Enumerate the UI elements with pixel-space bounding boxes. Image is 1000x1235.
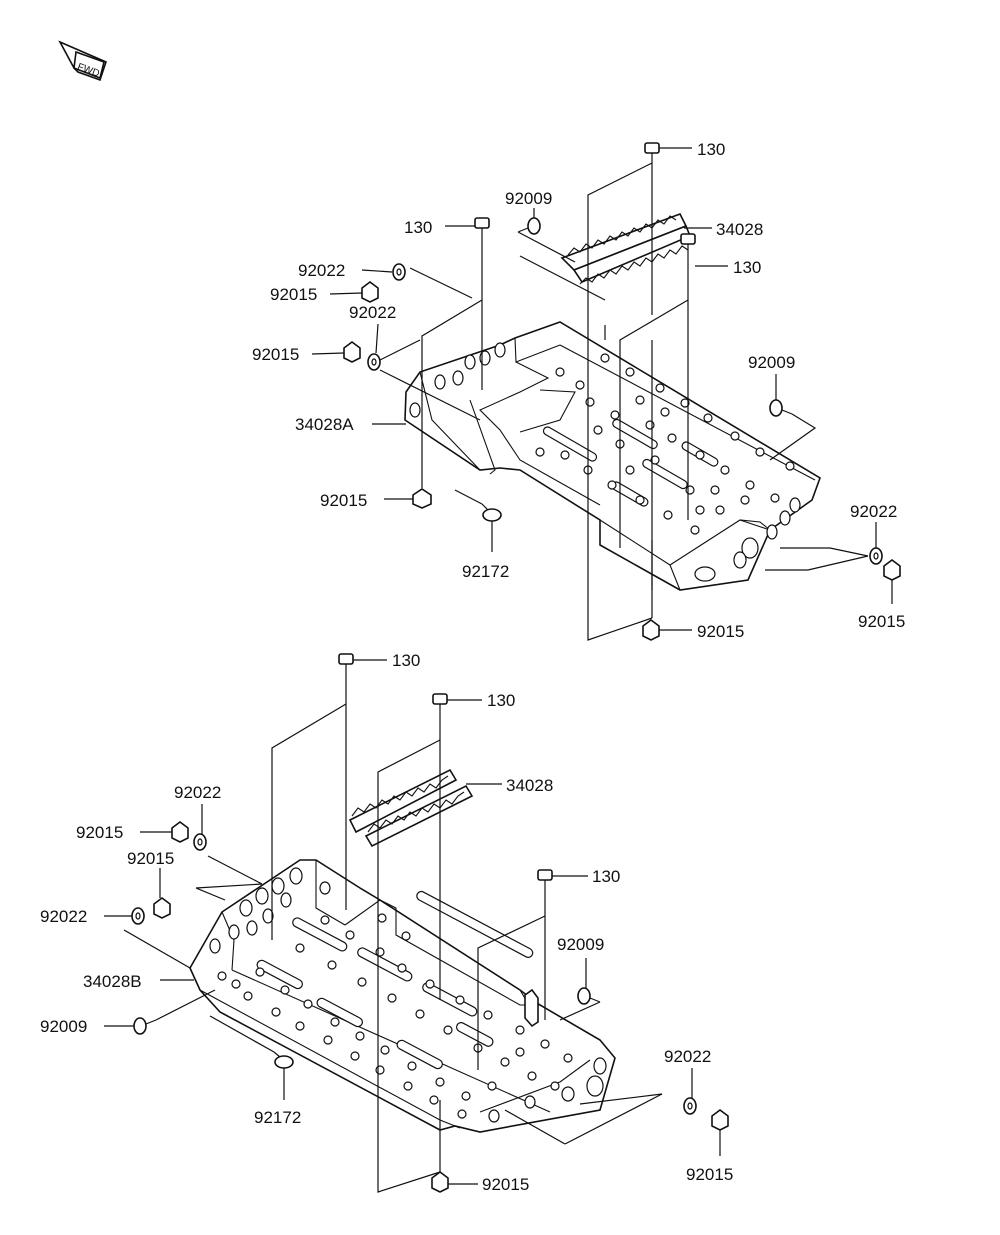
label-top-pad-34028: 34028	[716, 220, 763, 239]
label-top-bolt-92172: 92172	[462, 562, 509, 581]
label-bottom-screw-92009-right: 92009	[557, 935, 604, 954]
screw-92009-top-right	[769, 399, 793, 417]
label-top-screw-92009-right: 92009	[748, 353, 795, 372]
label-top-bolt-right: 130	[733, 258, 761, 277]
top-callouts: 130 130 92009 34028 130 92022 92015 9202…	[252, 140, 905, 641]
washer-92022-top-left-lower	[367, 353, 381, 371]
label-top-bolt-upper: 130	[697, 140, 725, 159]
bolt-92172-top	[481, 503, 502, 522]
bolt-130-top-right	[680, 233, 696, 256]
label-top-nut-bottom: 92015	[697, 622, 744, 641]
washer-92022-bottom-right	[683, 1097, 697, 1115]
bolt-130-top-left	[474, 217, 490, 240]
bottom-guide-lines	[123, 676, 663, 1193]
top-footrest-assembly: 130 130 92009 34028 130 92022 92015 9202…	[252, 140, 905, 641]
washer-92022-bottom-left	[131, 907, 145, 925]
screw-92009-bottom-right	[577, 987, 601, 1005]
washer-92022-top-left-upper	[392, 263, 406, 281]
label-bottom-nut-upper: 92015	[76, 823, 123, 842]
top-guide-lines	[379, 162, 869, 641]
bottom-footrest-assembly: 130 130 34028 92022 92015 92015 92022 34…	[40, 651, 733, 1194]
bottom-plate-34028b	[189, 859, 616, 1133]
bolt-130-bottom-right	[537, 869, 553, 892]
label-top-nut-right: 92015	[858, 612, 905, 631]
label-top-screw-92009-left: 92009	[505, 189, 552, 208]
label-bottom-nut-bottom: 92015	[482, 1175, 529, 1194]
label-bottom-washer-left: 92022	[40, 907, 87, 926]
top-fasteners	[343, 142, 901, 641]
washer-92022-top-right	[869, 547, 883, 565]
label-bottom-bolt-upper: 130	[392, 651, 420, 670]
label-top-washer-left-lower: 92022	[349, 303, 396, 322]
label-top-washer-left-upper: 92022	[298, 261, 345, 280]
screw-92009-top-left	[517, 217, 541, 235]
label-bottom-screw-92009-left: 92009	[40, 1017, 87, 1036]
bottom-footpad-34028	[348, 768, 474, 848]
label-top-bolt-left: 130	[404, 218, 432, 237]
bolt-92172-bottom	[273, 1051, 294, 1069]
label-bottom-nut-middle: 92015	[127, 849, 174, 868]
nut-92015-top-right	[883, 559, 901, 581]
bolt-130-bottom-middle	[432, 693, 448, 716]
bottom-fasteners	[131, 653, 729, 1193]
bolt-130-top-upper	[644, 142, 660, 163]
label-bottom-bolt-right: 130	[592, 867, 620, 886]
nut-92015-bottom-bottom	[431, 1171, 449, 1193]
label-bottom-bolt-middle: 130	[487, 691, 515, 710]
screw-92009-bottom-left	[133, 1017, 157, 1035]
top-footpad-34028	[560, 212, 692, 285]
front-arrow-icon: FWD	[58, 40, 107, 82]
nut-92015-top-left-bottom	[412, 488, 432, 509]
washer-92022-bottom-upper	[193, 833, 207, 851]
label-bottom-nut-right: 92015	[686, 1165, 733, 1184]
nut-92015-top-bottom	[642, 619, 660, 641]
label-top-nut-left-lower: 92015	[252, 345, 299, 364]
label-top-washer-right: 92022	[850, 502, 897, 521]
label-bottom-washer-upper: 92022	[174, 783, 221, 802]
nut-92015-bottom-upper	[171, 821, 189, 843]
bolt-130-bottom-upper	[338, 653, 354, 676]
label-top-nut-left-upper: 92015	[270, 285, 317, 304]
label-bottom-washer-right: 92022	[664, 1047, 711, 1066]
label-top-nut-left-bottom: 92015	[320, 491, 367, 510]
nut-92015-top-left-lower	[343, 341, 361, 363]
nut-92015-bottom-middle	[153, 897, 171, 919]
label-bottom-pad-34028: 34028	[506, 776, 553, 795]
nut-92015-bottom-right	[711, 1109, 729, 1131]
nut-92015-top-left-upper	[361, 281, 379, 303]
label-bottom-bracket-34028b: 34028B	[83, 972, 142, 991]
label-bottom-bolt-92172: 92172	[254, 1108, 301, 1127]
label-top-bracket-34028a: 34028A	[295, 415, 354, 434]
bottom-callouts: 130 130 34028 92022 92015 92015 92022 34…	[40, 651, 733, 1194]
